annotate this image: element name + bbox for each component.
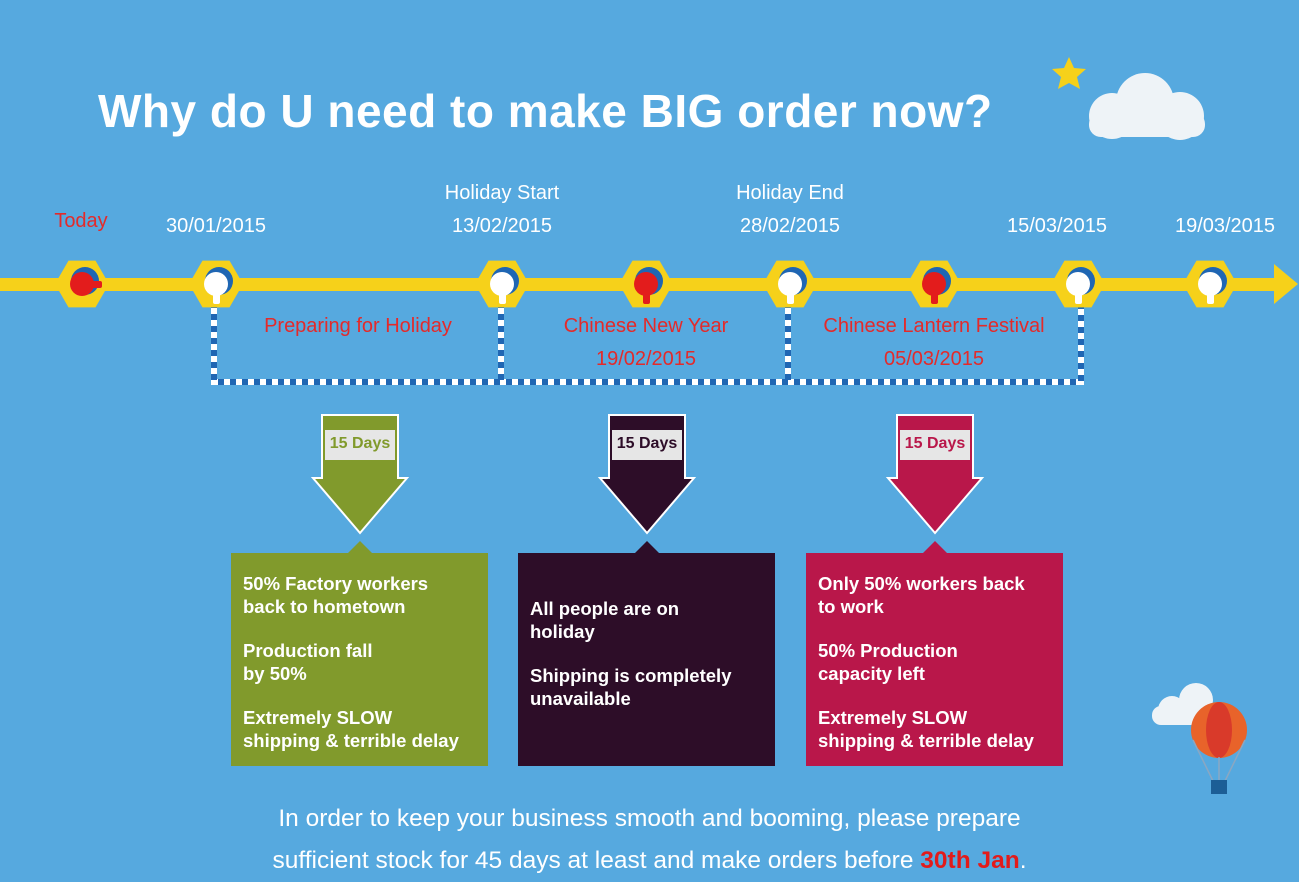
timeline-node-8 xyxy=(1183,260,1237,308)
info-line: 50% Production capacity left xyxy=(818,640,958,684)
info-line: All people are on holiday xyxy=(530,598,680,642)
hot-air-balloon-icon xyxy=(1191,702,1247,794)
info-line: Shipping is completely unavailable xyxy=(530,665,732,709)
info-box-1: 50% Factory workers back to hometown Pro… xyxy=(231,553,488,766)
timeline-arrowhead xyxy=(1274,264,1298,304)
date-label-2: 13/02/2015 xyxy=(451,215,553,237)
date-label-1: 30/01/2015 xyxy=(165,215,267,237)
info-line: Extremely SLOW shipping & terrible delay xyxy=(818,707,1034,751)
call-to-action: In order to keep your business smooth an… xyxy=(0,798,1299,882)
section-name-3: Chinese Lantern Festival xyxy=(823,315,1045,337)
cta-line-2-end: . xyxy=(1019,847,1027,874)
cloud-icon xyxy=(1089,73,1205,140)
timeline-node-2 xyxy=(189,260,243,308)
cta-line-1: In order to keep your business smooth an… xyxy=(278,805,1021,832)
section-date-2: 19/02/2015 xyxy=(595,348,697,370)
page-title: Why do U need to make BIG order now? xyxy=(98,85,993,137)
cta-line-2: sufficient stock for 45 days at least an… xyxy=(0,840,1299,882)
down-arrow-2 xyxy=(597,414,697,535)
period-brackets xyxy=(211,302,1084,385)
info-line: Production fall by 50% xyxy=(243,640,373,684)
timeline-node-5 xyxy=(763,260,817,308)
info-line: 50% Factory workers back to hometown xyxy=(243,573,429,617)
holiday-start-label: Holiday Start xyxy=(444,182,560,204)
date-label-4: 15/03/2015 xyxy=(1006,215,1108,237)
section-name-2: Chinese New Year xyxy=(563,315,729,337)
today-label: Today xyxy=(54,210,108,232)
holiday-end-label: Holiday End xyxy=(736,182,844,204)
timeline-node-4 xyxy=(619,260,673,308)
info-line: Only 50% workers back to work xyxy=(818,573,1025,617)
info-line: Extremely SLOW shipping & terrible delay xyxy=(243,707,459,751)
duration-label-3: 15 Days xyxy=(904,435,966,452)
timeline-node-3 xyxy=(475,260,529,308)
timeline-node-7 xyxy=(1051,260,1105,308)
star-icon xyxy=(1052,57,1086,89)
duration-label-2: 15 Days xyxy=(616,435,678,452)
date-label-5: 19/03/2015 xyxy=(1174,215,1276,237)
timeline-node-6 xyxy=(907,260,961,308)
section-date-3: 05/03/2015 xyxy=(883,348,985,370)
down-arrow-3 xyxy=(885,414,985,535)
date-label-3: 28/02/2015 xyxy=(739,215,841,237)
timeline-node-1 xyxy=(55,260,109,308)
duration-label-1: 15 Days xyxy=(329,435,391,452)
info-box-2: All people are on holiday Shipping is co… xyxy=(518,553,775,766)
info-box-3: Only 50% workers back to work 50% Produc… xyxy=(806,553,1063,766)
down-arrow-1 xyxy=(310,414,410,535)
section-name-1: Preparing for Holiday xyxy=(264,315,452,337)
